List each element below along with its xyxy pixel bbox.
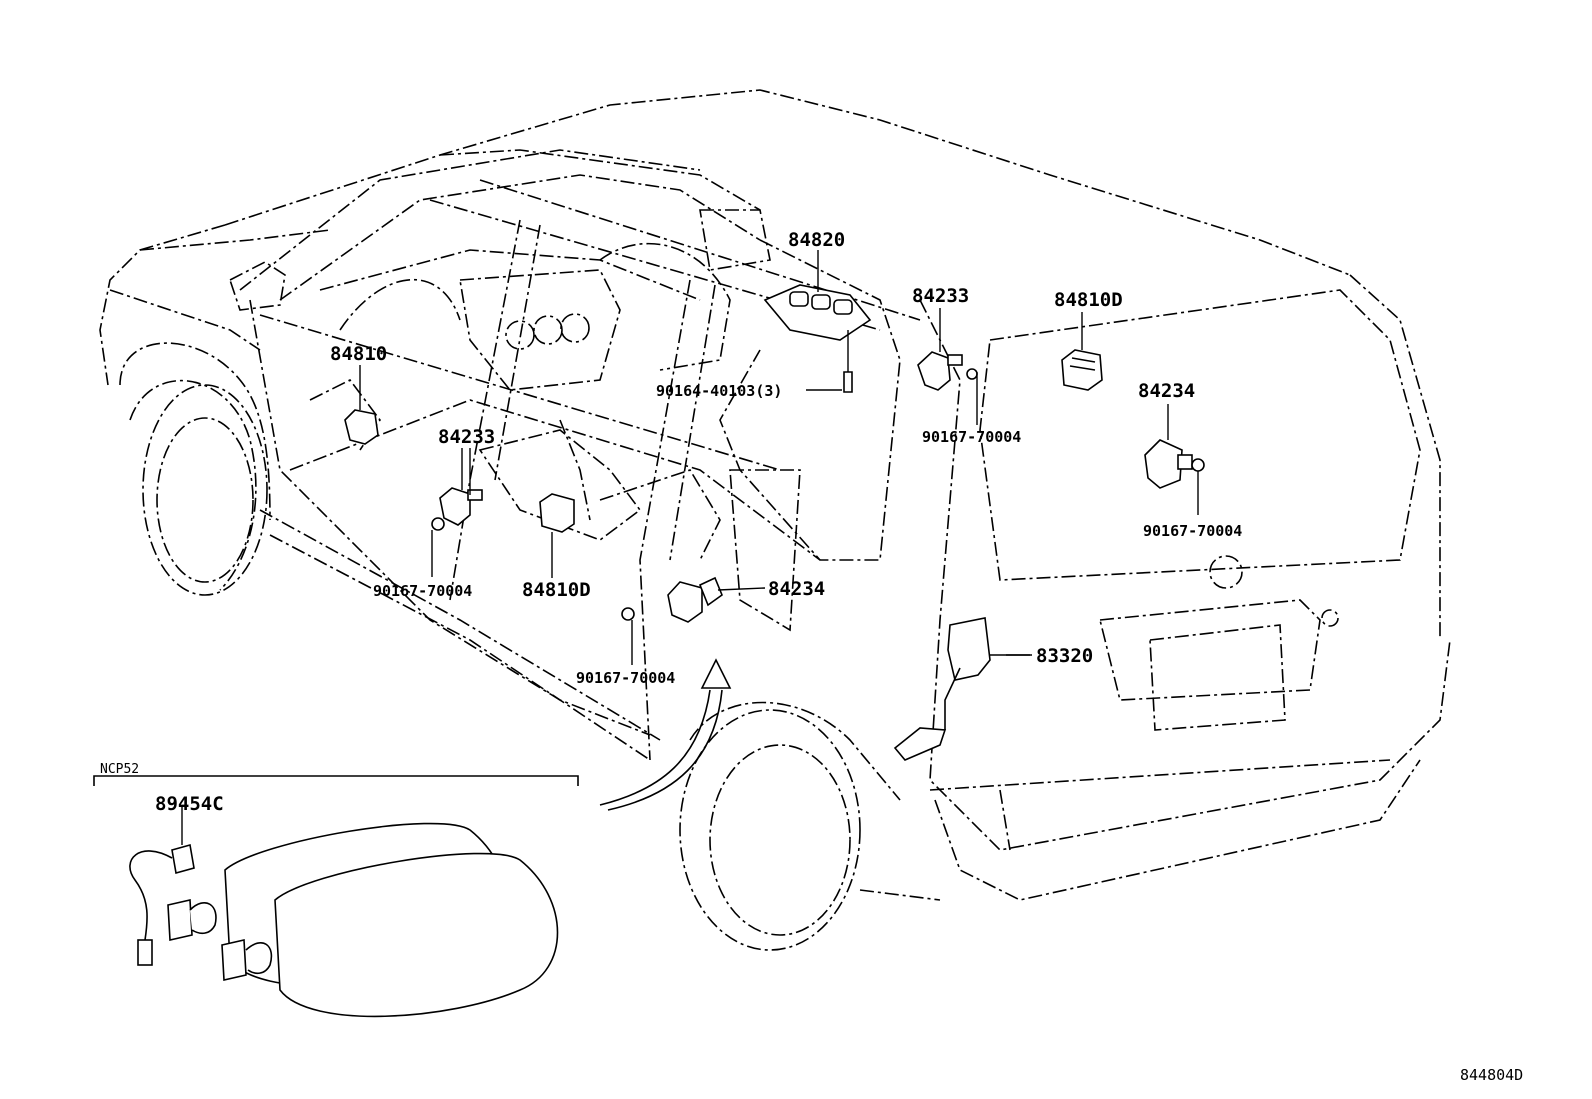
switch-84810d-rear <box>1061 312 1103 391</box>
label-84234-rear: 84234 <box>1138 380 1195 402</box>
door-courtesy-switch-rear <box>917 308 978 425</box>
label-90167-70004-d: 90167-70004 <box>576 669 675 687</box>
switch-84810d-front <box>539 493 575 578</box>
switch-84810-front <box>344 365 379 445</box>
label-90167-70004-a: 90167-70004 <box>922 428 1021 446</box>
vehicle-body-outline <box>99 89 1451 951</box>
label-90167-70004-c: 90167-70004 <box>373 582 472 600</box>
ncp52-inset <box>93 775 579 1018</box>
power-window-master-switch <box>763 250 872 393</box>
label-ncp52: NCP52 <box>100 762 139 777</box>
courtesy-switch-84234-front <box>621 576 766 665</box>
label-90164-40103: 90164-40103(3) <box>656 382 782 400</box>
diagram-code: 844804D <box>1460 1066 1523 1084</box>
label-83320: 83320 <box>1036 645 1093 667</box>
part-labels: 84820 84233 84810D 84810 84234 90164-401… <box>100 229 1523 1084</box>
callout-arrow <box>599 658 732 811</box>
label-84810d-rear: 84810D <box>1054 289 1123 311</box>
label-84810: 84810 <box>330 343 387 365</box>
label-84233-front: 84233 <box>438 426 495 448</box>
label-84810d-front: 84810D <box>522 579 591 601</box>
label-84233-rear: 84233 <box>912 285 969 307</box>
courtesy-switch-84234-rear <box>1144 404 1205 515</box>
label-90167-70004-b: 90167-70004 <box>1143 522 1242 540</box>
label-84820: 84820 <box>788 229 845 251</box>
label-84234-front: 84234 <box>768 578 825 600</box>
fuel-sender-gauge <box>893 617 1032 761</box>
door-courtesy-switch-front <box>431 448 483 577</box>
label-89454c: 89454C <box>155 793 224 815</box>
